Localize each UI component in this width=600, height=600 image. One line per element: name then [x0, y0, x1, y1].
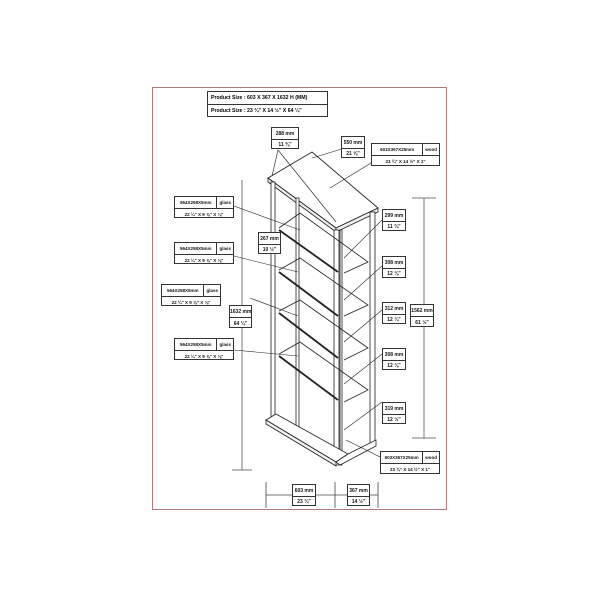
glass-shelf-label-2: 564X258X5mm glass 22 ¼" X 9 ⅞" X ⅛" [174, 242, 234, 264]
product-size-in: Product Size : 23 ¾" X 14 ½" X 64 ¼" [208, 104, 327, 117]
dim-mm: 299 mm [384, 212, 404, 219]
width-dim-label: 603 mm 23 ¾" [292, 484, 316, 506]
dim-mm: 308 mm [384, 351, 404, 358]
glass-in: 22 ¼" X 9 ⅞" X ⅛" [171, 299, 211, 305]
shelf-spacing-1: 299 mm 11 ¾" [382, 209, 406, 231]
shelf-spacing-3: 312 mm 12 ¼" [382, 302, 406, 324]
dim-in: 12 ⅛" [387, 271, 401, 277]
glass-shelf-label-1: 564X258X5mm glass 22 ¼" X 9 ⅞" X ⅛" [174, 196, 234, 218]
dim-in: 11 ¾" [387, 224, 401, 230]
dim-mm: 550 mm [343, 139, 363, 146]
dim-mm: 312 mm [384, 305, 404, 312]
dim-in: 14 ½" [351, 499, 366, 505]
glass-material: glass [216, 339, 233, 350]
panel-in: 23 ¾" X 14 ½" X 1" [390, 467, 430, 472]
panel-mm: 603X367X25mm [380, 147, 415, 152]
depth-label: 267 mm 10 ½" [258, 232, 281, 254]
glass-material: glass [216, 243, 233, 254]
glass-in: 22 ¼" X 9 ⅞" X ⅛" [184, 353, 224, 359]
dim-in: 10 ½" [262, 247, 277, 253]
dim-in: 21 ⅝" [346, 151, 360, 157]
top-panel-label: 603X367X25mm wood 23 ¾" X 14 ½" X 1" [371, 143, 440, 166]
glass-in: 22 ¼" X 9 ⅞" X ⅛" [184, 257, 224, 263]
dim-mm: 1632 mm [230, 308, 252, 315]
glass-material: glass [203, 285, 220, 296]
glass-mm: 564X258X5mm [179, 342, 212, 347]
glass-mm: 564X258X5mm [166, 288, 199, 293]
glass-mm: 564X258X5mm [179, 246, 212, 251]
inner-height-label: 1562 mm 61 ½" [410, 304, 434, 327]
dim-in: 64 ¼" [233, 320, 248, 327]
dim-mm: 367 mm [349, 487, 368, 494]
dim-mm: 319 mm [384, 405, 404, 412]
dim-mm: 308 mm [384, 259, 404, 266]
shelf-spacing-2: 308 mm 12 ⅛" [382, 256, 406, 278]
dim-mm: 603 mm [294, 487, 314, 494]
drawing-frame [152, 87, 447, 510]
dim-mm: 288 mm [275, 130, 295, 137]
glass-mm: 564X258X5mm [179, 200, 212, 205]
panel-material: wood [422, 144, 439, 155]
top-width-label: 288 mm 11 ⅜" [271, 127, 299, 149]
glass-in: 22 ¼" X 9 ⅞" X ⅛" [184, 211, 224, 217]
depth-dim-label: 367 mm 14 ½" [347, 484, 370, 506]
product-size-mm: Product Size : 603 X 367 X 1632 H (MM) [211, 95, 308, 101]
product-size-box: Product Size : 603 X 367 X 1632 H (MM) P… [207, 91, 328, 117]
dim-in: 12 ⅛" [387, 363, 401, 369]
dim-in: 61 ½" [415, 319, 429, 326]
glass-shelf-label-3: 564X258X5mm glass 22 ¼" X 9 ⅞" X ⅛" [161, 284, 221, 306]
dim-in: 23 ¾" [297, 499, 311, 505]
top-diag-label: 550 mm 21 ⅝" [341, 136, 365, 158]
total-height-label: 1632 mm 64 ¼" [229, 305, 252, 328]
dim-in: 12 ¼" [387, 317, 401, 323]
glass-shelf-label-4: 564X258X5mm glass 22 ¼" X 9 ⅞" X ⅛" [174, 338, 234, 360]
dim-in: 12 ½" [387, 417, 401, 423]
panel-mm: 603X367X25mm [384, 455, 419, 460]
panel-material: wood [422, 452, 439, 463]
dim-mm: 267 mm [260, 235, 279, 242]
shelf-spacing-4: 308 mm 12 ⅛" [382, 348, 406, 370]
shelf-spacing-5: 319 mm 12 ½" [382, 402, 406, 424]
dim-in: 11 ⅜" [278, 142, 292, 148]
panel-in: 23 ¾" X 14 ½" X 1" [385, 159, 426, 164]
glass-material: glass [216, 197, 233, 208]
dim-mm: 1562 mm [411, 307, 433, 314]
